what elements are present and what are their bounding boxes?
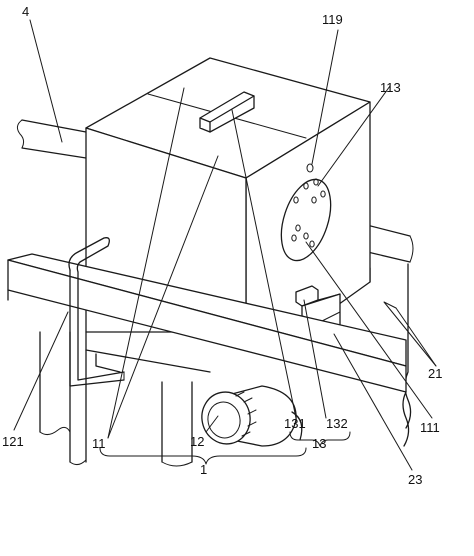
label-1: 1: [200, 462, 207, 477]
left-pipe: [16, 119, 87, 159]
label-121: 121: [2, 434, 24, 449]
label-23: 23: [408, 472, 422, 487]
label-21: 21: [428, 366, 442, 381]
horizontal-beam: [7, 253, 410, 447]
label-113: 113: [380, 80, 401, 95]
small-hole-119: [306, 163, 314, 173]
group-braces: [99, 431, 351, 465]
label-132: 132: [326, 416, 348, 431]
top-handle: [199, 91, 255, 133]
box-legs: [39, 331, 211, 467]
label-131: 131: [284, 416, 306, 431]
label-111: 111: [420, 420, 440, 435]
left-rod: [68, 237, 125, 387]
label-13: 13: [312, 436, 326, 451]
leader-lines: [13, 19, 437, 471]
label-119: 119: [322, 12, 343, 27]
motor: [201, 385, 303, 447]
label-12: 12: [190, 434, 204, 449]
label-11: 11: [92, 436, 106, 451]
label-4: 4: [22, 4, 29, 19]
vent-cover: [280, 163, 332, 262]
